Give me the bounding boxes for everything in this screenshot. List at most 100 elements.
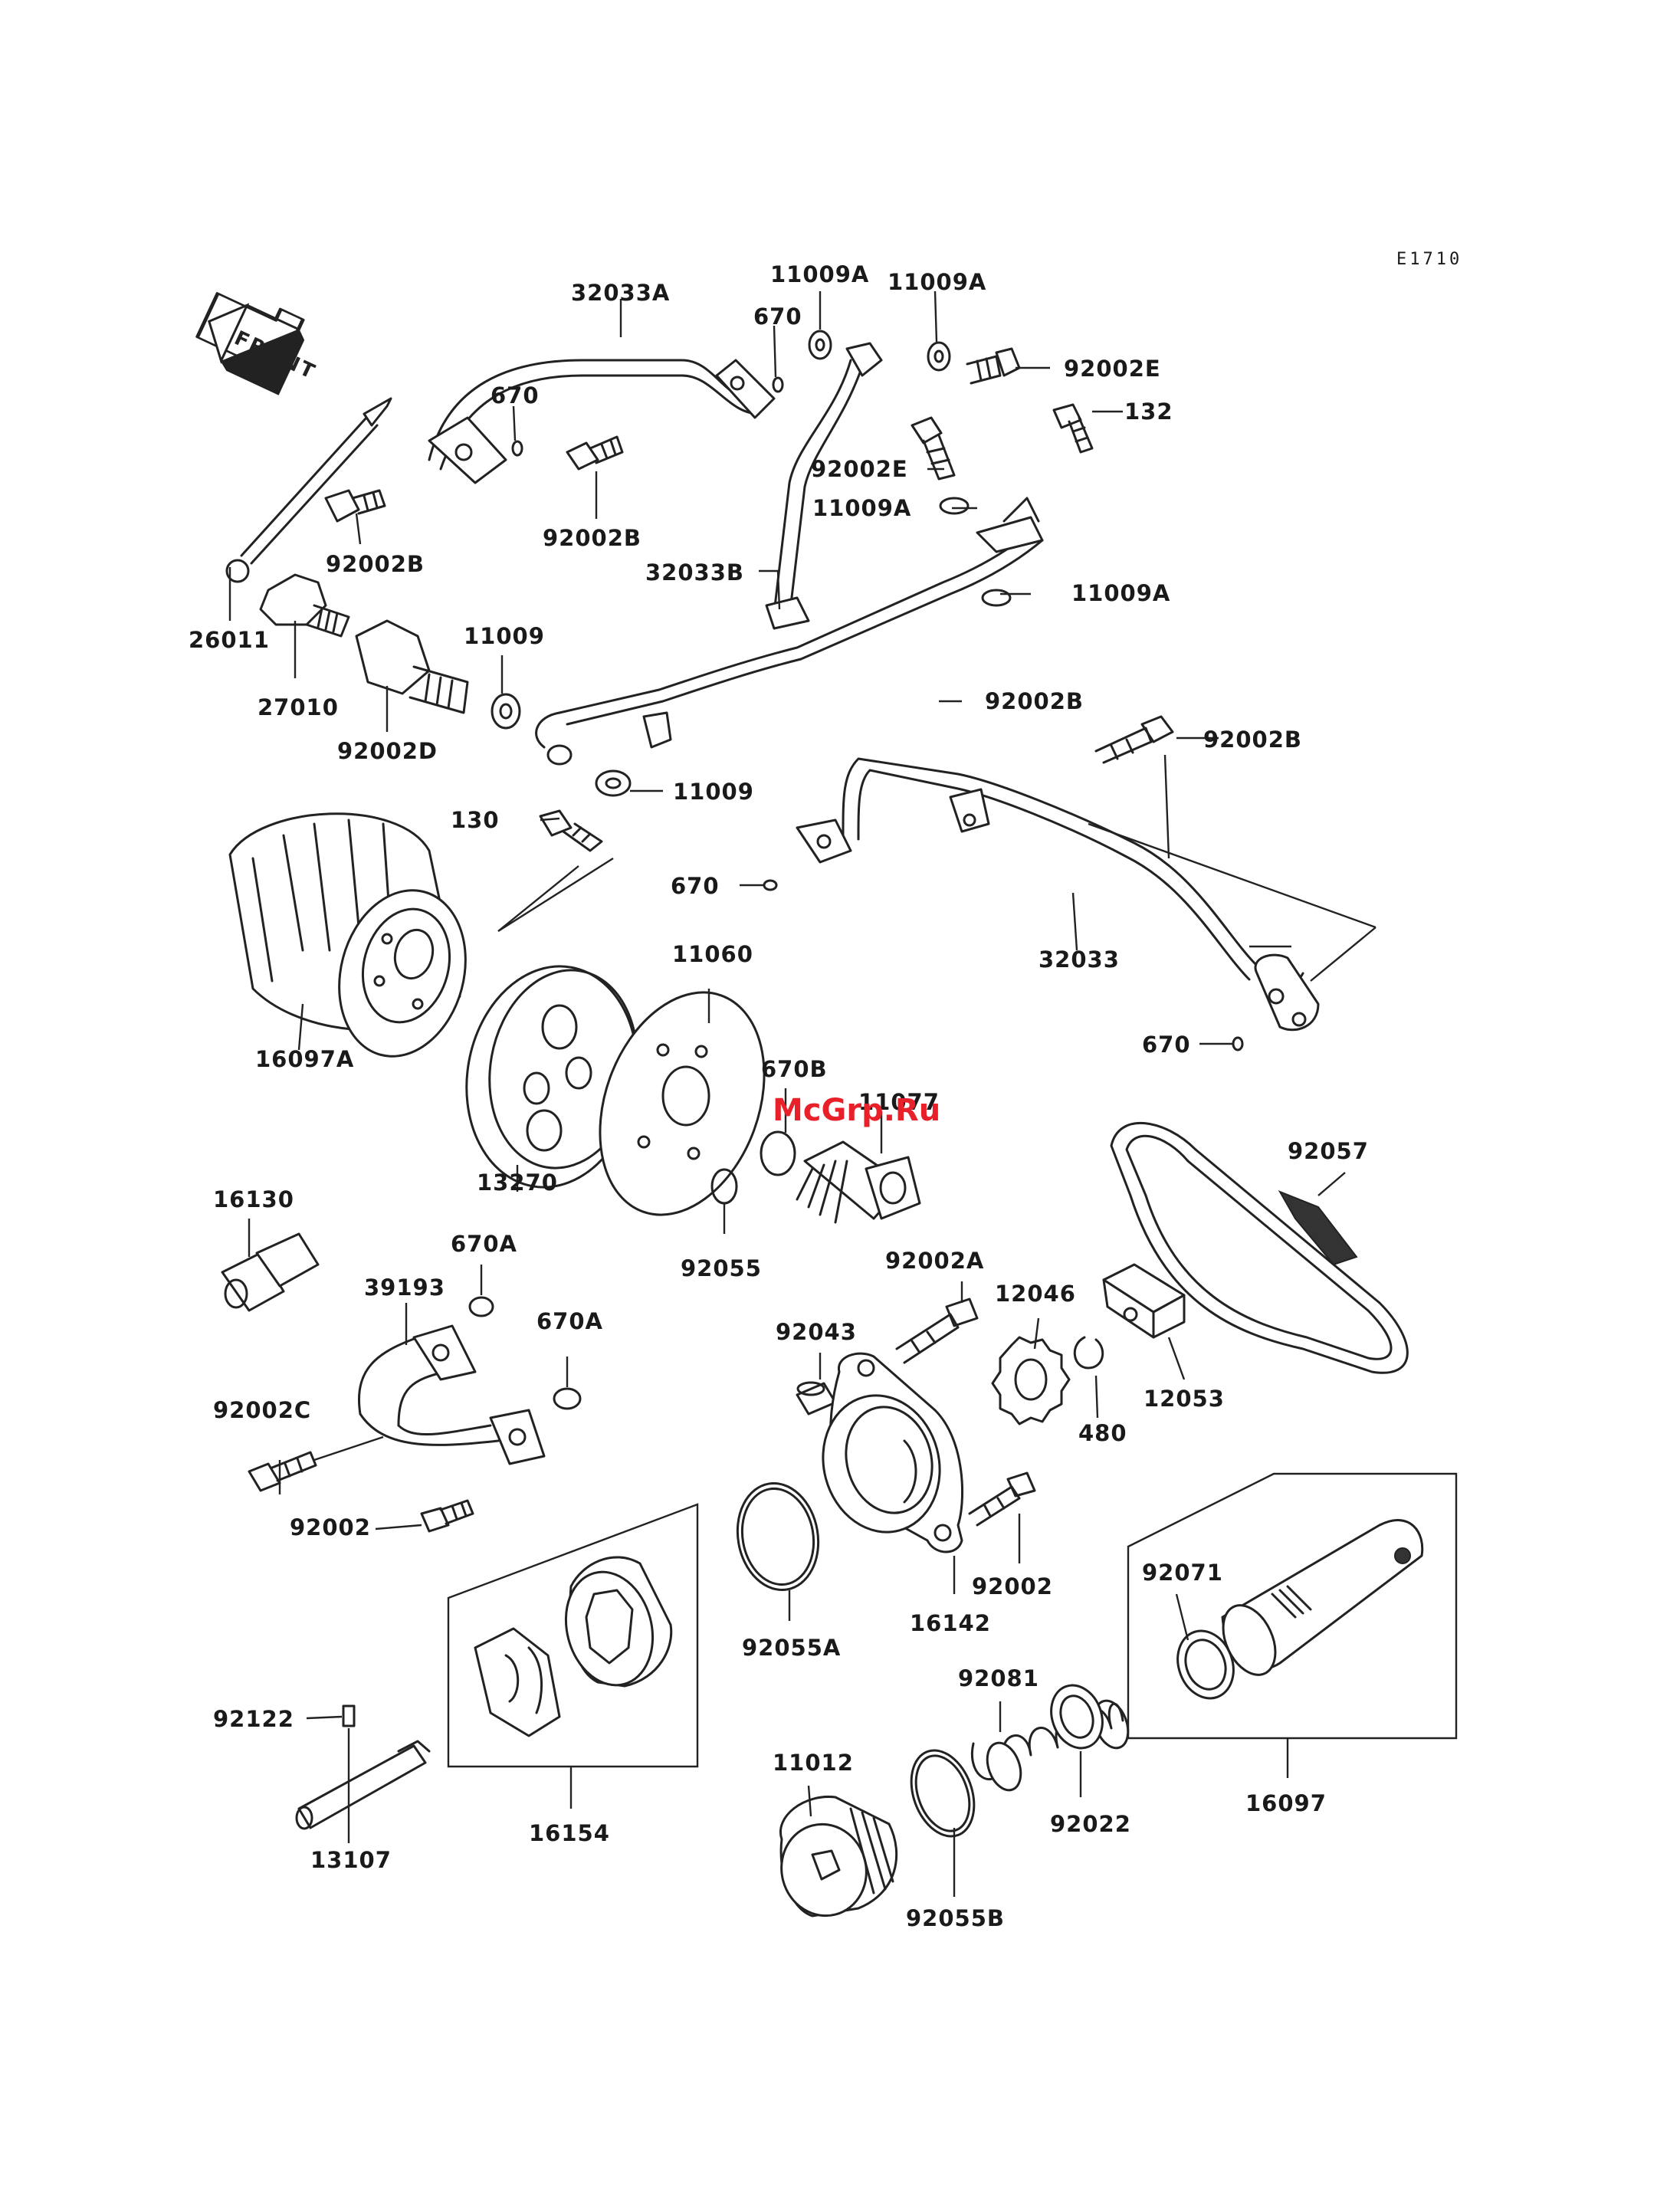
oring-670-4 — [1232, 1036, 1244, 1051]
label-670-3: 670 — [671, 873, 720, 899]
oil-pipe-32033b — [535, 342, 1044, 766]
oring-670-1 — [772, 376, 784, 393]
bolt-92002b-left — [324, 489, 386, 523]
bolt-92002b-mid — [566, 435, 624, 471]
bolt-92002e-mid — [911, 416, 956, 481]
circlip-480 — [1073, 1336, 1104, 1370]
washer-11009-lower — [595, 769, 632, 797]
fitting-11077 — [796, 1140, 921, 1224]
washer-11009a-2 — [927, 341, 951, 372]
chain-92057 — [1110, 1121, 1409, 1374]
label-670-1: 670 — [753, 303, 802, 330]
label-670-4: 670 — [1142, 1032, 1191, 1058]
label-26011: 26011 — [189, 627, 270, 653]
label-32033: 32033 — [1039, 946, 1120, 973]
label-92002c: 92002C — [213, 1397, 311, 1423]
oring-92055b — [910, 1749, 976, 1838]
label-27010: 27010 — [258, 694, 339, 720]
bolt-92002e-top — [966, 347, 1021, 385]
label-12053: 12053 — [1144, 1386, 1225, 1412]
label-11077: 11077 — [858, 1089, 940, 1115]
bolt-92002d — [355, 619, 469, 714]
bolt-92002-left — [420, 1499, 474, 1533]
oil-filter-16097a — [228, 812, 467, 1058]
washer-11009a-1 — [808, 330, 832, 360]
guide-12053 — [1102, 1263, 1186, 1339]
plate-13270 — [465, 965, 638, 1189]
label-11012: 11012 — [773, 1750, 854, 1776]
rotor-set-16154 — [447, 1503, 699, 1768]
label-92002b-2: 92002B — [543, 525, 641, 551]
label-480: 480 — [1078, 1420, 1127, 1446]
label-670-2: 670 — [491, 382, 540, 408]
bolt-92002-right — [968, 1471, 1036, 1527]
sprocket-12046 — [991, 1336, 1071, 1425]
label-92057: 92057 — [1288, 1138, 1369, 1164]
label-92002a: 92002A — [885, 1248, 984, 1274]
part-labels: 32033A 11009A 670 11009A 92002E 132 670 … — [189, 261, 1369, 1931]
bolt-92002c — [248, 1451, 317, 1492]
bolt-92002a — [895, 1297, 979, 1364]
label-92002b-3: 92002B — [985, 688, 1084, 714]
label-92055a: 92055A — [742, 1635, 841, 1661]
label-11009a-2: 11009A — [888, 269, 986, 295]
oring-670-2 — [511, 440, 523, 457]
bolt-130 — [539, 809, 603, 852]
label-92002b-1: 92002B — [326, 551, 425, 577]
spring-92081 — [970, 1699, 1130, 1792]
washer-92022 — [1050, 1684, 1104, 1750]
label-11009-1: 11009 — [464, 623, 545, 649]
label-11009a-1: 11009A — [770, 261, 869, 287]
label-12046: 12046 — [995, 1281, 1076, 1307]
label-11060: 11060 — [672, 941, 753, 967]
leader-lines — [228, 290, 1376, 1897]
label-16130: 16130 — [213, 1186, 294, 1212]
oil-pressure-switch-27010 — [259, 573, 350, 638]
shaft-13107 — [295, 1740, 431, 1830]
label-92022: 92022 — [1050, 1811, 1131, 1837]
label-92071: 92071 — [1142, 1560, 1223, 1586]
label-132: 132 — [1124, 399, 1173, 425]
pin-92043 — [796, 1381, 837, 1416]
label-11009a-3: 11009A — [812, 495, 911, 521]
label-32033b: 32033B — [645, 559, 744, 586]
washer-11009a-3 — [939, 497, 970, 515]
label-92055b: 92055B — [906, 1905, 1005, 1931]
label-16154: 16154 — [529, 1820, 610, 1846]
label-670b: 670B — [761, 1056, 828, 1082]
label-670a-1: 670A — [451, 1231, 517, 1257]
strainer-16097 — [1127, 1472, 1458, 1740]
label-16097: 16097 — [1245, 1790, 1327, 1816]
label-92002e-1: 92002E — [1064, 356, 1161, 382]
label-11009-2: 11009 — [673, 779, 754, 805]
washer-11009a-4 — [981, 589, 1012, 607]
label-92055: 92055 — [681, 1255, 762, 1281]
label-92081: 92081 — [958, 1665, 1039, 1691]
label-92002b-4: 92002B — [1203, 727, 1302, 753]
label-32033a: 32033A — [571, 280, 670, 306]
pump-body-16142 — [822, 1352, 964, 1553]
watermark: McGrp.Ru — [773, 1093, 940, 1128]
label-11009a-4: 11009A — [1071, 580, 1170, 606]
oring-670a-2 — [553, 1387, 582, 1410]
pipe-39193 — [358, 1324, 546, 1465]
oring-670-3 — [763, 879, 778, 891]
diagram-code: E1710 — [1396, 250, 1462, 269]
label-16142: 16142 — [910, 1610, 991, 1636]
wire-26011 — [225, 397, 392, 583]
label-92043: 92043 — [776, 1319, 857, 1345]
bolt-92002b-right — [1094, 715, 1174, 764]
label-130: 130 — [451, 807, 500, 833]
oring-92055a — [736, 1481, 820, 1592]
label-13107: 13107 — [310, 1847, 392, 1873]
plug-16130 — [221, 1232, 320, 1312]
label-92002-1: 92002 — [290, 1514, 371, 1540]
gasket-11060 — [599, 991, 766, 1216]
oil-pipe-32033a — [428, 359, 776, 484]
banjo-bolt-132 — [1052, 403, 1094, 454]
oring-670a-1 — [468, 1296, 494, 1317]
washer-11009-upper — [491, 693, 521, 730]
label-92122: 92122 — [213, 1706, 294, 1732]
label-92002e-2: 92002E — [811, 456, 908, 482]
